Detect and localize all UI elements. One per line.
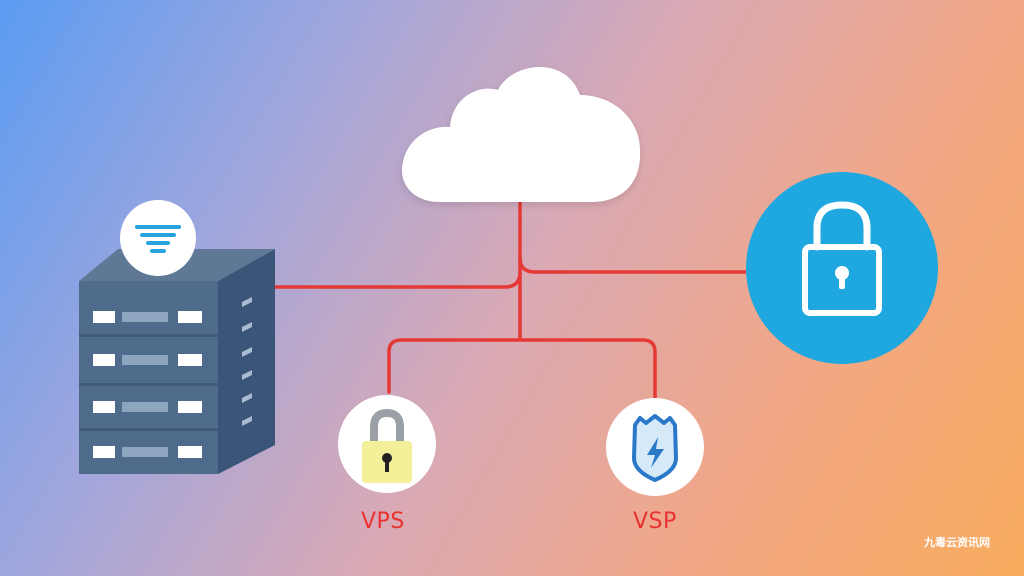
- vsp-label: VSP: [633, 509, 677, 534]
- padlock-icon: [746, 172, 938, 364]
- server-icon: [79, 249, 275, 474]
- server-front: [79, 281, 218, 474]
- branch-line: [387, 338, 657, 402]
- server-bays: [79, 311, 218, 458]
- lock-link-line: [518, 256, 750, 274]
- filter-icon: [120, 200, 196, 276]
- vps-lock-icon: [362, 408, 412, 483]
- cloud-icon: [401, 66, 641, 202]
- vps-label: VPS: [361, 509, 405, 534]
- vsp-shield-icon: [632, 414, 678, 482]
- server-side-vents: [242, 297, 252, 426]
- vsp-node: [606, 398, 704, 496]
- server-link-line: [273, 270, 522, 289]
- connector-lines: [273, 198, 750, 402]
- server-side: [218, 249, 275, 474]
- vps-node: [338, 395, 436, 493]
- watermark-text: 九毒云资讯网: [924, 536, 990, 549]
